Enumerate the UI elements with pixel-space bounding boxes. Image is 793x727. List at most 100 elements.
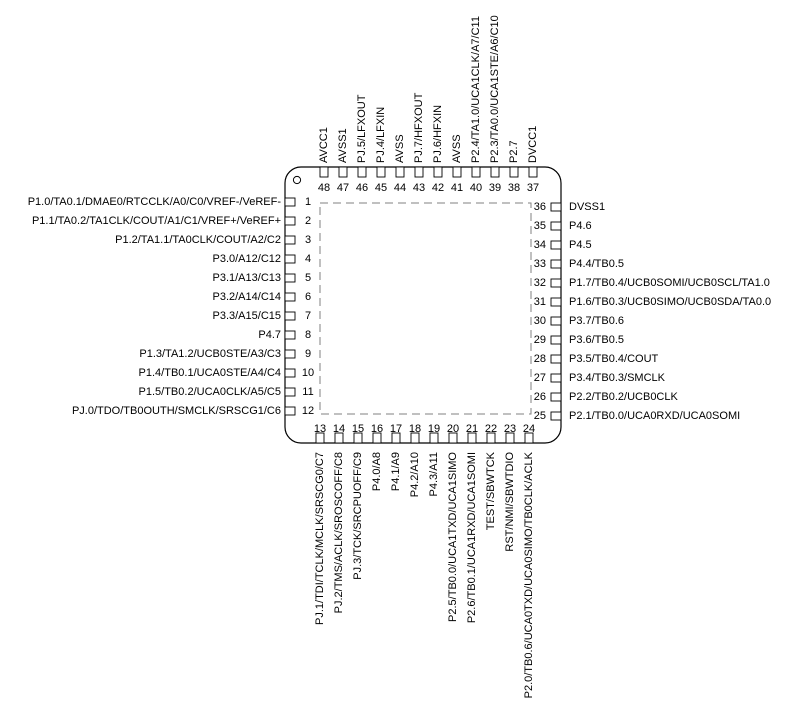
pin-label: P4.1/A9 [390,452,402,491]
pin-pad [284,330,296,340]
pin-number: 14 [333,423,345,435]
pin-pad [550,240,562,250]
pin-label: AVSS [394,134,406,163]
pin-number: 27 [534,372,546,384]
pin-pad [550,202,562,212]
pin-number: 8 [305,329,311,341]
pin-label: P3.4/TB0.3/SMCLK [569,372,666,384]
pin-number: 44 [394,182,406,194]
pin-number: 31 [534,296,546,308]
pin-number: 20 [447,423,459,435]
pin-label: P3.0/A12/C12 [213,253,282,265]
pin-number: 3 [305,234,311,246]
pin-number: 37 [527,182,539,194]
pin-pad [486,432,496,444]
die-outline [319,202,532,415]
pin-pad [410,432,420,444]
pin-pad [490,166,500,178]
pin-number: 35 [534,220,546,232]
pin-label: P4.3/A11 [428,452,440,496]
pin-pad [448,432,458,444]
pin-layer: 1P1.0/TA0.1/DMAE0/RTCCLK/A0/C0/VREF-/VeR… [28,15,771,698]
pin-label: AVSS [451,134,463,163]
pin-label: P3.5/TB0.4/COUT [569,353,659,365]
pin-number: 9 [305,348,311,360]
pin-number: 7 [305,310,311,322]
pin-number: 12 [302,405,314,417]
pin-label: P2.4/TA1.0/UCA1CLK/A7/C11 [470,16,482,163]
pin-pad [429,432,439,444]
pin-pad [284,273,296,283]
pin-pad [467,432,477,444]
pin-label: P3.7/TB0.6 [569,315,624,327]
pin-label: P1.1/TA0.2/TA1CLK/COUT/A1/C1/VREF+/VeREF… [32,215,281,227]
pin-label: P3.6/TB0.5 [569,334,624,346]
pin-pad [395,166,405,178]
pin-pad [372,432,382,444]
pin-pad [550,297,562,307]
pin-label: P2.3/TA0.0/UCA1STE/A6/C10 [489,15,501,163]
pin-number: 15 [352,423,364,435]
pin-pad [376,166,386,178]
pin-number: 43 [413,182,425,194]
pin-pad [319,166,329,178]
pin-number: 13 [314,423,326,435]
pin-label: P2.6/TB0.1/UCA1RXD/UCA1SOMI [466,452,478,623]
pin-label: P2.2/TB0.2/UCB0CLK [569,391,678,403]
pin-pad [414,166,424,178]
pin-label: PJ.1/TDI/TCLK/MCLK/SRSCG0/C7 [314,452,326,625]
pin-pad [550,354,562,364]
pin-pad [550,259,562,269]
pin-label: PJ.0/TDO/TB0OUTH/SMCLK/SRSCG1/C6 [72,405,281,417]
pin-label: P4.6 [569,220,592,232]
pin-pad [284,368,296,378]
pin-number: 2 [305,215,311,227]
pin-label: P4.5 [569,239,592,251]
pin-label: P3.3/A15/C15 [213,310,282,322]
pin-pad [334,432,344,444]
pin-number: 23 [504,423,516,435]
pin-label: PJ.4/LFXIN [375,107,387,163]
pin-label: AVCC1 [318,127,330,163]
pin-pad [315,432,325,444]
pin-pad [284,254,296,264]
pin-label: P1.2/TA1.1/TA0CLK/COUT/A2/C2 [115,234,281,246]
pin-pad [284,197,296,207]
pin-number: 34 [534,239,546,251]
pin-label: P2.1/TB0.0/UCA0RXD/UCA0SOMI [569,410,740,422]
pin-label: PJ.7/HFXOUT [413,92,425,163]
pin-pad [550,278,562,288]
pin-pad [524,432,534,444]
pin-number: 29 [534,334,546,346]
pin-number: 11 [302,386,313,398]
pin-number: 16 [371,423,383,435]
pin-label: PJ.5/LFXOUT [356,94,368,163]
pin-pad [550,335,562,345]
pin-number: 38 [508,182,520,194]
pin-pad [550,392,562,402]
pin-number: 22 [485,423,497,435]
pin-number: 17 [390,423,402,435]
pin-pad [509,166,519,178]
pin-number: 25 [534,410,546,422]
pin-label: P2.0/TB0.6/UCA0TXD/UCA0SIMO/TB0CLK/ACLK [523,451,535,698]
pin-number: 10 [302,367,314,379]
pin-label: P4.2/A10 [409,452,421,497]
pin-label: RST/NMI/SBWTDIO [504,452,516,552]
pin-number: 6 [305,291,311,303]
pin-pad [528,166,538,178]
pin-number: 24 [523,423,535,435]
pin-number: 4 [305,253,311,265]
pin-number: 39 [489,182,501,194]
pin-pad [284,349,296,359]
pin-number: 41 [451,182,463,194]
pin-label: P1.3/TA1.2/UCB0STE/A3/C3 [139,348,281,360]
pin-label: P1.5/TB0.2/UCA0CLK/A5/C5 [139,386,281,398]
pin1-indicator [292,175,302,185]
pin-label: AVSS1 [337,128,349,163]
pin-number: 46 [356,182,368,194]
pin-pad [284,216,296,226]
pin-label: P4.4/TB0.5 [569,258,624,270]
pin-pad [284,387,296,397]
pin-number: 18 [409,423,421,435]
